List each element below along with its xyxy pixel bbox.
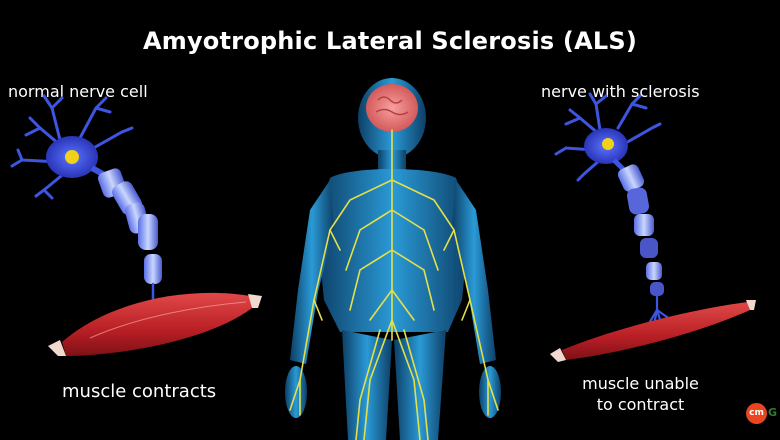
logo-tail: G xyxy=(768,406,778,419)
brand-logo: cm G xyxy=(746,403,780,425)
relaxed-muscle xyxy=(550,300,756,362)
sclerosis-nerve-label: nerve with sclerosis xyxy=(541,82,700,101)
muscle-contracts-caption: muscle contracts xyxy=(62,381,217,402)
sclerosis-neuron xyxy=(554,92,676,336)
contracted-muscle xyxy=(48,292,262,356)
human-body xyxy=(285,78,501,440)
normal-neuron xyxy=(10,94,172,332)
muscle-unable-caption: muscle unable to contract xyxy=(582,374,699,414)
logo-mark: cm xyxy=(746,403,767,424)
page-title: Amyotrophic Lateral Sclerosis (ALS) xyxy=(142,27,638,55)
